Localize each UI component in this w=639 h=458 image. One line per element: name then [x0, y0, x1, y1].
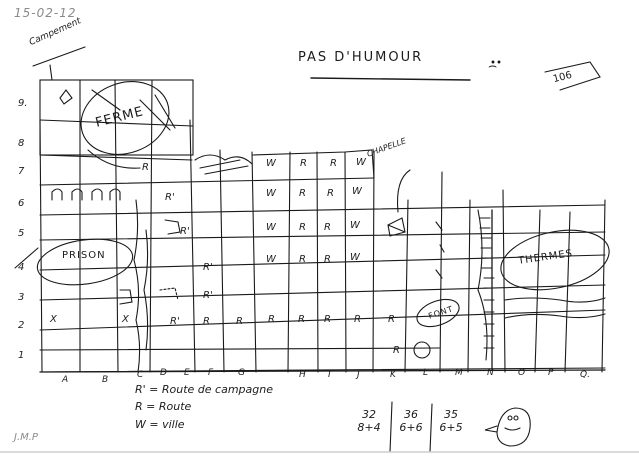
col-label-b: B	[102, 375, 109, 385]
col-label-p: P	[548, 368, 554, 378]
col-label-h: H	[299, 370, 306, 380]
total-top: 35	[444, 408, 458, 421]
map-cell: R	[324, 314, 331, 325]
row-label-3: 3	[18, 292, 25, 303]
total-top: 36	[404, 408, 418, 421]
row-label-9: 9.	[18, 98, 28, 109]
col-label-o: O	[518, 368, 526, 378]
row-label-2: 2	[18, 320, 25, 331]
map-cell: R	[203, 316, 210, 327]
total-bottom: 8+4	[357, 421, 381, 434]
col-label-a: A	[62, 375, 69, 385]
map-cell: R'	[170, 316, 180, 327]
map-cell: R	[354, 314, 361, 325]
col-label-k: K	[390, 370, 396, 380]
legend-route: R = Route	[135, 400, 192, 413]
map-cell: R'	[180, 226, 190, 237]
map-cell: R	[268, 314, 275, 325]
map-cell: W	[266, 222, 276, 233]
col-label-g: G	[238, 368, 245, 378]
map-cell: R'	[203, 262, 213, 273]
col-label-l: L	[423, 368, 429, 378]
map-cell: R	[236, 316, 243, 327]
map-cell: R	[327, 188, 334, 199]
col-label-n: N	[487, 368, 494, 378]
row-label-6: 6	[18, 198, 25, 209]
map-cell: X	[50, 314, 57, 325]
map-cell: R'	[203, 290, 213, 301]
total-top: 32	[362, 408, 376, 421]
col-label-j: J	[357, 370, 360, 380]
col-label-d: D	[160, 368, 167, 378]
row-label-7: 7	[18, 166, 25, 177]
map-cell: X	[122, 314, 129, 325]
map-cell: W	[266, 254, 276, 265]
zone-prison: PRISON	[62, 250, 106, 261]
map-cell: R	[324, 254, 331, 265]
col-label-e: E	[184, 368, 190, 378]
total-column-1: 32 8+4	[352, 408, 386, 434]
col-label-m: M	[455, 368, 463, 378]
map-cell: W	[350, 252, 360, 263]
date-stamp: 15-02-12	[14, 6, 77, 20]
col-label-i: I	[328, 370, 331, 380]
col-label-q: Q.	[580, 370, 590, 380]
total-column-2: 36 6+6	[394, 408, 428, 434]
map-cell: R	[142, 162, 149, 173]
total-bottom: 6+6	[399, 421, 423, 434]
map-cell: R'	[165, 192, 175, 203]
map-cell: R	[299, 254, 306, 265]
map-cell: W	[266, 188, 276, 199]
total-bottom: 6+5	[439, 421, 463, 434]
map-cell: R	[393, 345, 400, 356]
map-cell: R	[330, 158, 337, 169]
row-label-1: 1	[18, 350, 25, 361]
map-cell: R	[388, 314, 395, 325]
map-cell: W	[266, 158, 276, 169]
legend-ville: W = ville	[135, 418, 185, 431]
map-cell: R	[324, 222, 331, 233]
page-title: PAS D'HUMOUR	[298, 50, 424, 65]
total-column-3: 35 6+5	[434, 408, 468, 434]
map-cell: W	[350, 220, 360, 231]
col-label-f: F	[208, 368, 214, 378]
legend-route-campagne: R' = Route de campagne	[135, 383, 273, 396]
map-cell: R	[298, 314, 305, 325]
map-cell: W	[356, 157, 366, 168]
row-label-8: 8	[18, 138, 25, 149]
map-cell: W	[352, 186, 362, 197]
frown-face-icon: ⌢	[488, 58, 498, 74]
signature: J.M.P	[14, 432, 38, 443]
map-cell: R	[299, 222, 306, 233]
col-label-c: C	[137, 370, 144, 380]
map-cell: R	[299, 188, 306, 199]
row-label-4: 4	[18, 262, 25, 273]
row-label-5: 5	[18, 228, 25, 239]
map-cell: R	[300, 158, 307, 169]
